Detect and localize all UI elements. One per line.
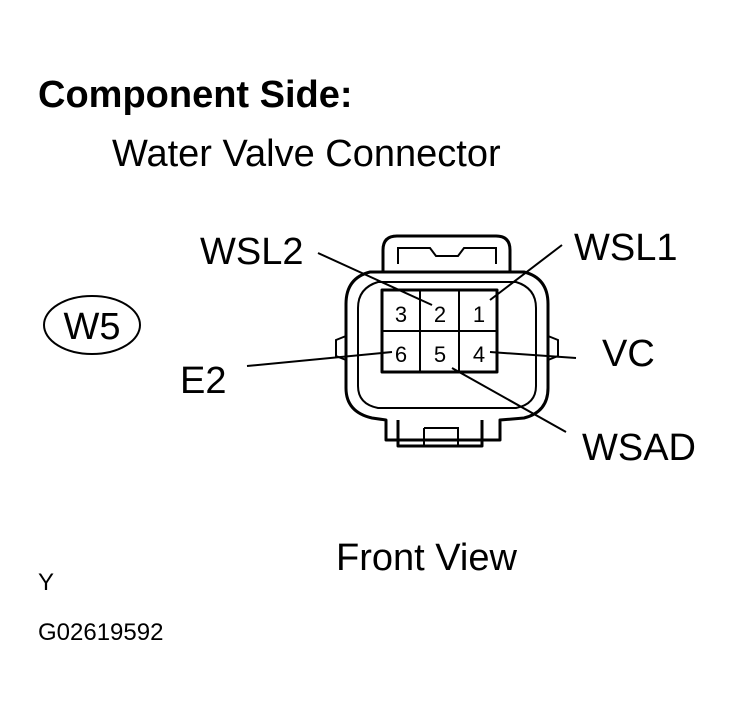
pin-1: 1	[473, 302, 485, 327]
connector-code-badge: W5	[43, 295, 141, 355]
leader-wsl1	[489, 244, 563, 301]
diagram-title: Component Side:	[38, 74, 353, 116]
signal-label-vc: VC	[602, 333, 655, 375]
leader-wsl2	[317, 252, 433, 306]
pin-6: 6	[395, 342, 407, 367]
view-label: Front View	[336, 537, 517, 579]
color-code: Y	[38, 569, 54, 596]
signal-label-wsl2: WSL2	[200, 231, 303, 273]
leader-vc	[489, 351, 577, 359]
signal-label-wsad: WSAD	[582, 427, 696, 469]
connector-code: W5	[64, 306, 121, 348]
pin-3: 3	[395, 302, 407, 327]
connector-housing	[335, 234, 559, 448]
signal-label-e2: E2	[180, 360, 226, 402]
diagram-subtitle: Water Valve Connector	[112, 133, 501, 175]
pin-4: 4	[473, 342, 485, 367]
signal-label-wsl1: WSL1	[574, 227, 677, 269]
figure-id: G02619592	[38, 619, 163, 646]
pin-2: 2	[434, 302, 446, 327]
pin-5: 5	[434, 342, 446, 367]
leader-wsad	[451, 367, 567, 433]
leader-e2	[246, 351, 393, 367]
